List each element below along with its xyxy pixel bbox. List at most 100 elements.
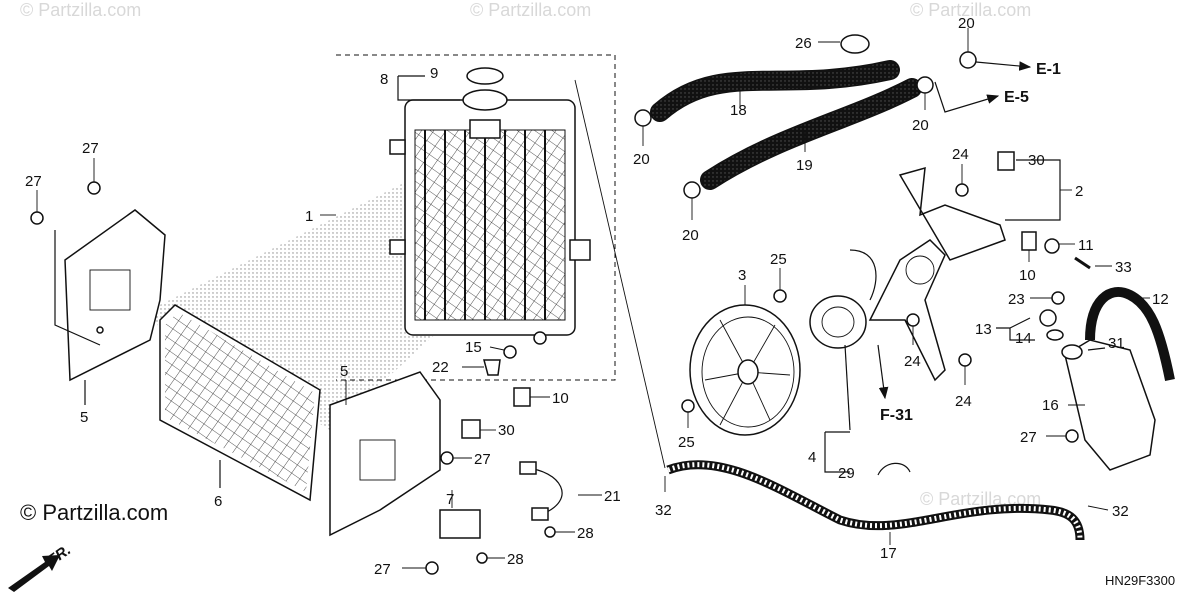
- radiator: [389, 99, 591, 345]
- callout-30-b: 30: [1028, 152, 1045, 169]
- callout-10-a: 10: [552, 390, 569, 407]
- callout-6: 6: [214, 493, 222, 510]
- hose-clamp-icon: [959, 51, 977, 69]
- radiator-cap: [462, 89, 508, 111]
- bolt-icon: [440, 451, 454, 465]
- clip-icon: [877, 462, 911, 476]
- grommet-icon: [1021, 231, 1037, 251]
- hose-12: [1085, 287, 1175, 381]
- left-shroud: [64, 209, 166, 382]
- callout-33: 33: [1115, 259, 1132, 276]
- screw-icon: [544, 526, 556, 538]
- callout-18: 18: [730, 102, 747, 119]
- washer-icon: [503, 345, 517, 359]
- bracket-icon: [461, 419, 481, 439]
- callout-14: 14: [1015, 330, 1032, 347]
- callout-15: 15: [465, 339, 482, 356]
- hose-clamp-icon: [634, 109, 652, 127]
- callout-2: 2: [1075, 183, 1083, 200]
- bolt-icon: [958, 353, 972, 367]
- hose-clamp-icon: [916, 76, 934, 94]
- callout-16: 16: [1042, 397, 1059, 414]
- fan-bracket-arm: [898, 166, 1006, 261]
- callout-5-left: 5: [80, 409, 88, 426]
- callout-25-a: 25: [770, 251, 787, 268]
- callout-8: 8: [380, 71, 388, 88]
- collar-icon: [1044, 238, 1060, 254]
- ref-f31: F-31: [880, 407, 913, 424]
- callout-24-b: 24: [904, 353, 921, 370]
- fan-relay: [439, 509, 481, 539]
- ref-e1: E-1: [1036, 61, 1061, 78]
- callout-9: 9: [430, 65, 438, 82]
- callout-19: 19: [796, 157, 813, 174]
- bolt-icon: [30, 211, 44, 225]
- bolt-icon: [87, 181, 101, 195]
- fan-motor: [809, 249, 877, 431]
- callout-26: 26: [795, 35, 812, 52]
- callout-24-c: 24: [955, 393, 972, 410]
- callout-11: 11: [1078, 237, 1094, 254]
- hose-clamp-icon: [683, 181, 701, 199]
- ref-e5: E-5: [1004, 89, 1029, 106]
- callout-13: 13: [975, 321, 992, 338]
- watermark-text: © Partzilla.com: [910, 0, 1031, 20]
- nut-icon: [681, 399, 695, 413]
- watermark-text: © Partzilla.com: [920, 489, 1041, 509]
- callout-32-b: 32: [1112, 503, 1129, 520]
- callout-27-b: 27: [82, 140, 99, 157]
- callout-21: 21: [604, 488, 621, 505]
- airflow-shading: [150, 180, 440, 430]
- diagram-code: HN29F3300: [1105, 573, 1175, 588]
- drain-bolt-icon: [483, 359, 501, 376]
- callout-20-d: 20: [682, 227, 699, 244]
- callout-20-a: 20: [958, 15, 975, 32]
- bolt-icon: [425, 561, 439, 575]
- callout-22: 22: [432, 359, 449, 376]
- grommet-icon: [513, 387, 531, 407]
- watermark-text: © Partzilla.com: [20, 0, 141, 20]
- callout-30-a: 30: [498, 422, 515, 439]
- callout-32-a: 32: [655, 502, 672, 519]
- callout-17: 17: [880, 545, 897, 562]
- callout-27-a: 27: [25, 173, 42, 190]
- callout-20-b: 20: [912, 117, 929, 134]
- callout-29: 29: [838, 465, 855, 482]
- bolt-icon: [955, 183, 969, 197]
- callout-27-d: 27: [1020, 429, 1037, 446]
- callout-28-b: 28: [507, 551, 524, 568]
- radiator-assembly-box: [336, 54, 616, 381]
- bolt-icon: [1065, 429, 1079, 443]
- screw-icon: [476, 552, 488, 564]
- callout-23: 23: [1008, 291, 1025, 308]
- callout-31: 31: [1108, 335, 1125, 352]
- clip-icon: [1087, 347, 1106, 351]
- bracket-icon: [997, 151, 1015, 171]
- reserve-tank: [1064, 339, 1156, 471]
- tank-cap-icon: [1039, 309, 1057, 327]
- callout-10-b: 10: [1019, 267, 1036, 284]
- fan-bracket: [868, 239, 946, 382]
- bolt-icon: [1051, 291, 1065, 305]
- callout-5-right: 5: [340, 363, 348, 380]
- radiator-cap-seal: [466, 67, 504, 85]
- callout-27-c: 27: [474, 451, 491, 468]
- callout-4: 4: [808, 449, 816, 466]
- callout-24-a: 24: [952, 146, 969, 163]
- callout-27-e: 27: [374, 561, 391, 578]
- brand-watermark: © Partzilla.com: [20, 500, 168, 525]
- watermark-text: © Partzilla.com: [470, 0, 591, 20]
- callout-12: 12: [1152, 291, 1169, 308]
- front-arrow-icon: FR.: [8, 541, 74, 592]
- nut-icon: [773, 289, 787, 303]
- bolt-icon: [906, 313, 920, 327]
- cooling-fan: [689, 304, 801, 436]
- callout-25-b: 25: [678, 434, 695, 451]
- band-icon: [840, 34, 870, 54]
- callout-20-c: 20: [633, 151, 650, 168]
- callout-7: 7: [446, 491, 454, 508]
- callout-28-a: 28: [577, 525, 594, 542]
- right-shroud: [329, 371, 441, 537]
